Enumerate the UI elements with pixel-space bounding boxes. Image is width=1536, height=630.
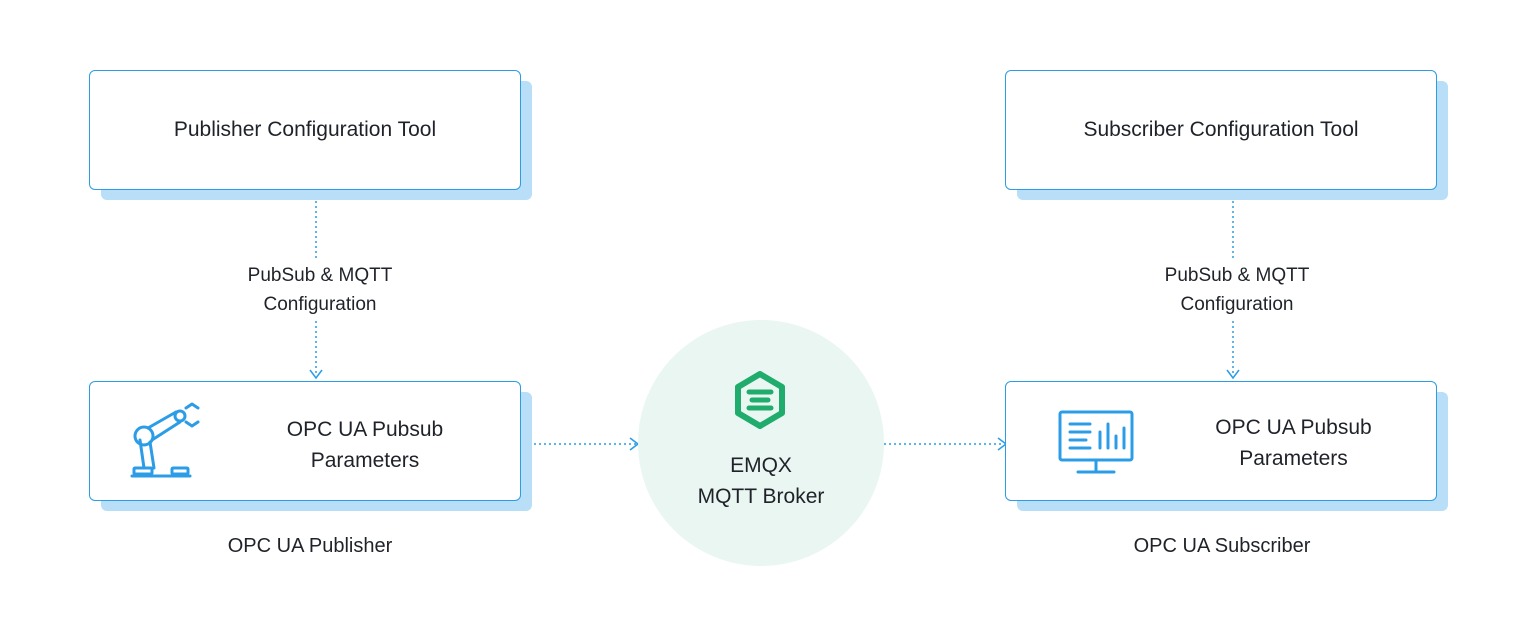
publisher-params-line1: OPC UA Pubsub [286, 418, 444, 441]
publisher-tool-box: Publisher Configuration Tool [89, 70, 521, 190]
publisher-params-text: OPC UA Pubsub Parameters [250, 414, 480, 476]
subscriber-edge-label: PubSub & MQTT Configuration [1143, 261, 1331, 319]
subscriber-params-text: OPC UA Pubsub Parameters [1181, 412, 1406, 474]
publisher-edge-label: PubSub & MQTT Configuration [226, 261, 414, 319]
subscriber-tool-title: Subscriber Configuration Tool [1083, 118, 1359, 141]
broker-circle: EMQX MQTT Broker [638, 320, 884, 566]
subscriber-caption: OPC UA Subscriber [1133, 535, 1311, 557]
publisher-caption: OPC UA Publisher [227, 535, 393, 557]
broker-label-line1: EMQX [730, 454, 792, 477]
robot-arm-icon [130, 402, 200, 478]
publisher-params-line2: Parameters [310, 449, 420, 472]
broker-label-line2: MQTT Broker [697, 485, 825, 508]
subscriber-params-line2: Parameters [1239, 447, 1348, 470]
monitor-chart-icon [1058, 410, 1134, 474]
emqx-logo-icon [735, 371, 785, 429]
publisher-tool-title: Publisher Configuration Tool [173, 118, 437, 141]
subscriber-config-arrowhead [1226, 369, 1240, 380]
publisher-params-box: OPC UA Pubsub Parameters [89, 381, 521, 501]
subscriber-params-line1: OPC UA Pubsub [1215, 416, 1372, 439]
publisher-edge-label-line1: PubSub & MQTT [247, 265, 393, 286]
publisher-edge-label-line2: Configuration [263, 294, 377, 315]
subscriber-params-box: OPC UA Pubsub Parameters [1005, 381, 1437, 501]
subscriber-edge-label-line2: Configuration [1180, 294, 1294, 315]
broker-label: EMQX MQTT Broker [638, 450, 884, 512]
publisher-config-arrowhead [309, 369, 323, 380]
subscriber-edge-label-line1: PubSub & MQTT [1164, 265, 1310, 286]
subscriber-tool-box: Subscriber Configuration Tool [1005, 70, 1437, 190]
